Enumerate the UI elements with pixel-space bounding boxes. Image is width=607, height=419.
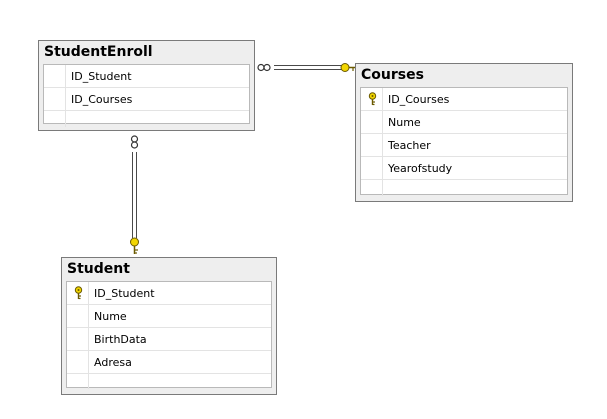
column-row[interactable]: ID_Student [44, 65, 249, 88]
column-row[interactable]: Teacher [361, 134, 567, 157]
row-selector [361, 180, 383, 196]
row-selector [44, 111, 66, 127]
row-selector[interactable] [361, 111, 383, 133]
table-student[interactable]: Student ID_Student Nume [61, 257, 277, 395]
column-name: Yearofstudy [388, 162, 453, 175]
many-end-icon [130, 135, 139, 149]
table-title: Student [67, 261, 130, 277]
row-selector[interactable] [44, 88, 66, 110]
row-selector[interactable] [67, 305, 89, 327]
row-selector [67, 374, 89, 389]
column-row[interactable]: ID_Courses [361, 88, 567, 111]
column-list: ID_Courses Nume Teacher Yearofstudy [360, 87, 568, 196]
column-list: ID_Student ID_Courses [43, 64, 250, 127]
row-selector[interactable] [44, 65, 66, 87]
table-courses[interactable]: Courses ID_Courses Nume [355, 63, 573, 202]
many-end-icon [257, 63, 271, 72]
row-selector[interactable] [361, 134, 383, 156]
column-name: Nume [388, 116, 421, 129]
table-title: StudentEnroll [44, 44, 153, 60]
row-selector[interactable] [67, 328, 89, 350]
row-selector[interactable] [67, 351, 89, 373]
column-list: ID_Student Nume BirthData Adresa [66, 281, 272, 389]
row-selector[interactable] [361, 157, 383, 179]
relationship-studentenroll-student[interactable] [130, 135, 139, 254]
column-row[interactable]: ID_Courses [44, 88, 249, 111]
column-row-empty [361, 180, 567, 196]
column-row[interactable]: BirthData [67, 328, 271, 351]
table-title: Courses [361, 67, 424, 83]
column-row[interactable]: Nume [361, 111, 567, 134]
column-row-empty [67, 374, 271, 389]
column-row[interactable]: Nume [67, 305, 271, 328]
column-row[interactable]: Yearofstudy [361, 157, 567, 180]
column-row[interactable]: ID_Student [67, 282, 271, 305]
primary-key-icon [74, 286, 83, 300]
column-row[interactable]: Adresa [67, 351, 271, 374]
column-name: ID_Courses [71, 93, 133, 106]
column-name: ID_Student [71, 70, 132, 83]
column-name: Adresa [94, 356, 132, 369]
table-studentenroll[interactable]: StudentEnroll ID_Student ID_Courses [38, 40, 255, 131]
row-selector[interactable] [67, 282, 89, 304]
column-name: Nume [94, 310, 127, 323]
column-name: BirthData [94, 333, 147, 346]
column-name: Teacher [388, 139, 431, 152]
row-selector[interactable] [361, 88, 383, 110]
one-end-key-icon [130, 237, 139, 254]
column-name: ID_Courses [388, 93, 450, 106]
column-row-empty [44, 111, 249, 127]
relationship-studentenroll-courses[interactable] [257, 63, 357, 72]
column-name: ID_Student [94, 287, 155, 300]
primary-key-icon [368, 92, 377, 106]
